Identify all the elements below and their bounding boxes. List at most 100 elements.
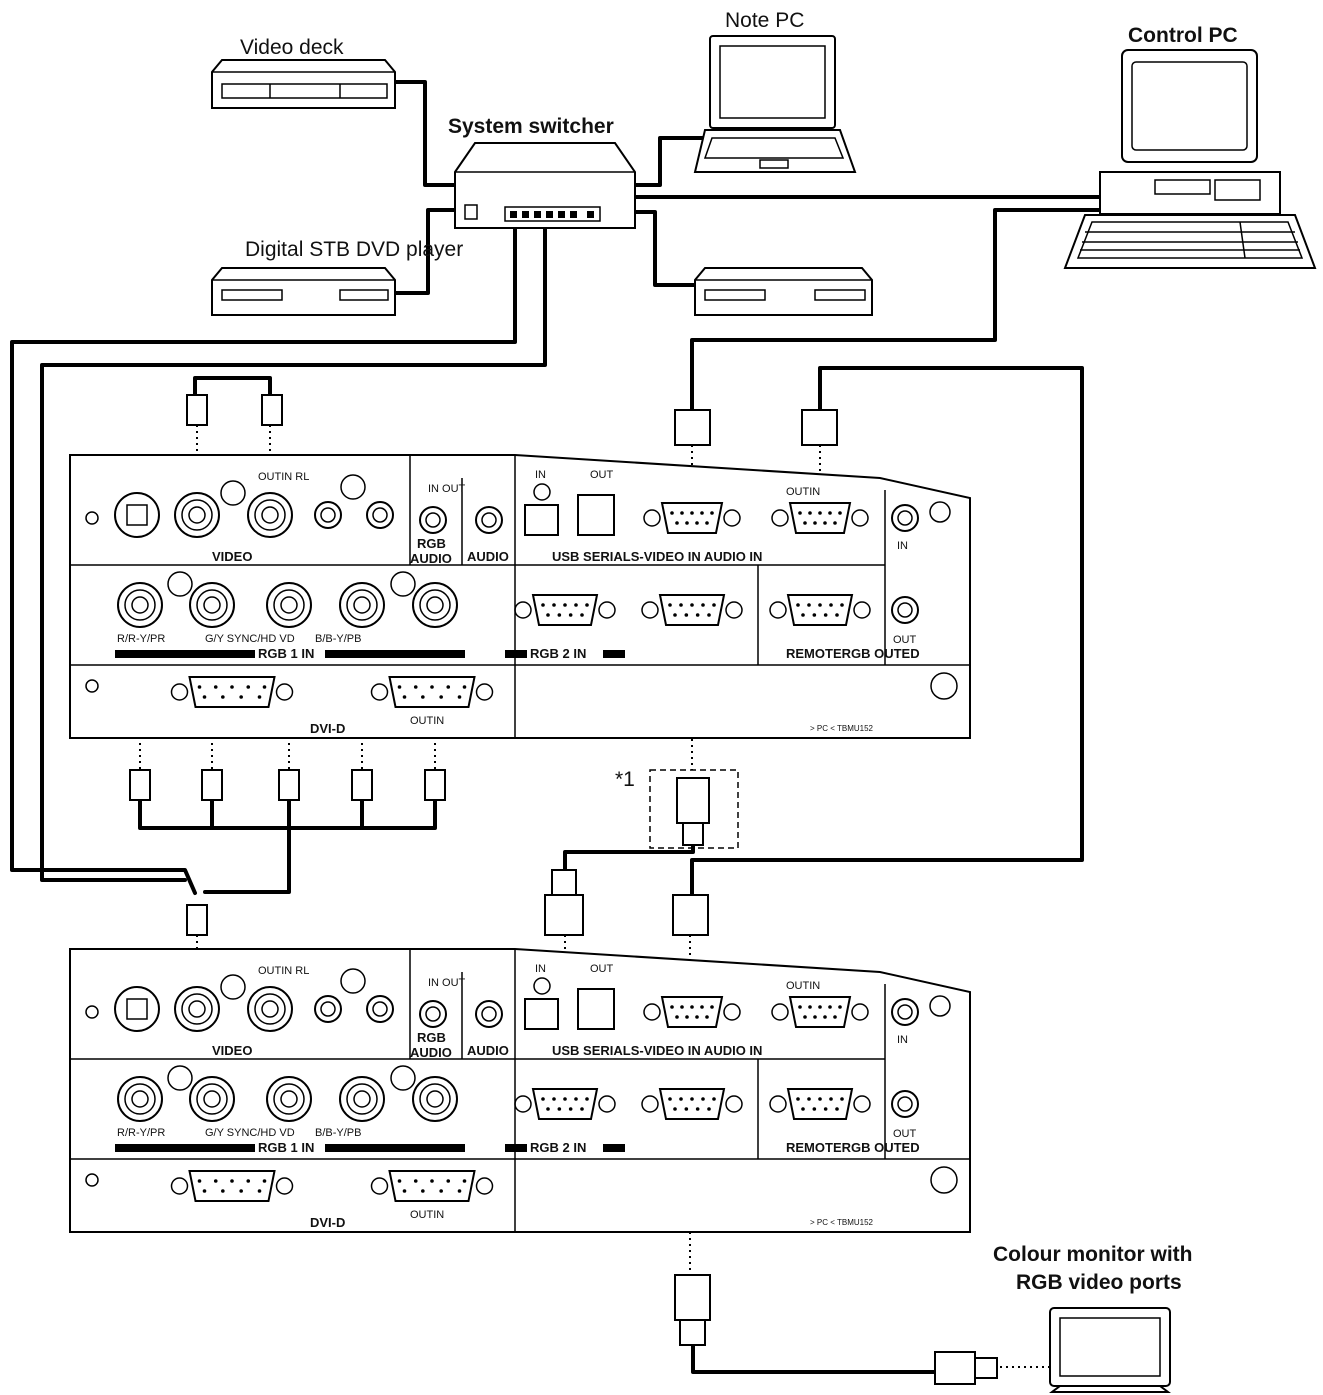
audio-label: AUDIO [467, 1043, 509, 1058]
rgb2-in-port [514, 594, 616, 626]
serial-out-port [771, 996, 869, 1028]
rgb1-label: RGB 1 IN [258, 646, 314, 661]
serial-io-label: OUTIN [786, 980, 820, 992]
dvi-io-label: OUTIN [410, 715, 444, 727]
video-label: VIDEO [212, 549, 252, 564]
usb-out-label: OUT [590, 469, 614, 481]
rgb2-label: RGB 2 IN [530, 646, 586, 661]
rgb-audio-label-1: RGB [417, 1030, 446, 1045]
rgb-audio-label-2: AUDIO [410, 551, 452, 566]
g-sync-label: G/Y SYNC/HD VD [205, 633, 295, 645]
g-sync-label: G/Y SYNC/HD VD [205, 1127, 295, 1139]
audio-out-right-jack [891, 1090, 919, 1118]
remote-port [769, 594, 871, 626]
audio-r-jack [314, 501, 342, 529]
video-io-label: OUTIN RL [258, 965, 309, 977]
video-label: VIDEO [212, 1043, 252, 1058]
rgb1-bnc-1 [117, 1076, 163, 1122]
dvd-player-label: Digital STB DVD player [245, 238, 463, 261]
rgb1-label: RGB 1 IN [258, 1140, 314, 1155]
dvi-label: DVI-D [310, 721, 345, 736]
serial-out-port [771, 502, 869, 534]
audio-in-label: IN [897, 540, 908, 552]
colour-monitor-label-1: Colour monitor with [993, 1243, 1192, 1266]
r-pr-label: R/R-Y/PR [117, 1127, 165, 1139]
note-pc-label: Note PC [725, 9, 804, 32]
remote-label: REMOTERGB OUTED [786, 646, 920, 661]
rgb-out-port [641, 594, 743, 626]
serial-in-port [643, 996, 741, 1028]
audio-in-right-jack [891, 504, 919, 532]
dvi-io-label: OUTIN [410, 1209, 444, 1221]
video-in-bnc [174, 492, 220, 538]
usb-in-label: IN [535, 963, 546, 975]
rgb-audio-io-label: IN OUT [428, 483, 466, 495]
audio-l-jack [366, 501, 394, 529]
cables [10, 80, 1102, 1374]
audio-out-jack [475, 506, 503, 534]
video-deck-label: Video deck [240, 36, 344, 59]
dvi-in-port [170, 676, 294, 708]
usb-port [524, 483, 615, 536]
audio-out-right-jack [891, 596, 919, 624]
rgb1-bnc-5 [412, 582, 458, 628]
rgb2-label: RGB 2 IN [530, 1140, 586, 1155]
dvi-out-port [370, 676, 494, 708]
b-pb-label: B/B-Y/PB [315, 633, 361, 645]
rgb-out-port [641, 1088, 743, 1120]
rgb1-bnc-5 [412, 1076, 458, 1122]
colour-monitor [1049, 1307, 1171, 1393]
rgb1-bnc-4 [339, 582, 385, 628]
s-video-port [114, 986, 160, 1032]
colour-monitor-label-2: RGB video ports [1016, 1271, 1182, 1294]
dvi-label: DVI-D [310, 1215, 345, 1230]
audio-in-label: IN [897, 1034, 908, 1046]
dvd-player-2 [694, 267, 873, 316]
audio-out-jack [475, 1000, 503, 1028]
model-label: > PC < TBMU152 [810, 724, 874, 733]
audio-out-label: OUT [893, 1128, 917, 1140]
rgb1-bnc-3 [266, 1076, 312, 1122]
system-switcher [454, 142, 636, 229]
system-switcher-label: System switcher [448, 115, 614, 138]
dvd-player [211, 267, 396, 316]
audio-out-label: OUT [893, 634, 917, 646]
audio-in-right-jack [891, 998, 919, 1026]
audio-l-jack [366, 995, 394, 1023]
rgb1-bnc-4 [339, 1076, 385, 1122]
usb-port [524, 977, 615, 1030]
usb-serial-label: USB SERIALS-VIDEO IN AUDIO IN [552, 549, 762, 564]
rgb1-bnc-1 [117, 582, 163, 628]
rgb2-in-port [514, 1088, 616, 1120]
b-pb-label: B/B-Y/PB [315, 1127, 361, 1139]
rgb1-bnc-3 [266, 582, 312, 628]
serial-in-port [643, 502, 741, 534]
rgb-audio-label-2: AUDIO [410, 1045, 452, 1060]
rgb-audio-io-label: IN OUT [428, 977, 466, 989]
rgb1-bnc-2 [189, 582, 235, 628]
remote-port [769, 1088, 871, 1120]
serial-io-label: OUTIN [786, 486, 820, 498]
control-pc [1063, 49, 1317, 269]
video-in-bnc [174, 986, 220, 1032]
usb-in-label: IN [535, 469, 546, 481]
dvi-out-port [370, 1170, 494, 1202]
rgb-audio-label-1: RGB [417, 536, 446, 551]
usb-out-label: OUT [590, 963, 614, 975]
rgb-audio-jack [419, 1000, 447, 1028]
video-out-bnc [247, 986, 293, 1032]
adapter-note: *1 [615, 768, 635, 791]
usb-serial-label: USB SERIALS-VIDEO IN AUDIO IN [552, 1043, 762, 1058]
r-pr-label: R/R-Y/PR [117, 633, 165, 645]
note-pc [693, 35, 857, 173]
control-pc-label: Control PC [1128, 24, 1238, 47]
audio-label: AUDIO [467, 549, 509, 564]
remote-label: REMOTERGB OUTED [786, 1140, 920, 1155]
rgb-audio-jack [419, 506, 447, 534]
model-label: > PC < TBMU152 [810, 1218, 874, 1227]
audio-r-jack [314, 995, 342, 1023]
s-video-port [114, 492, 160, 538]
